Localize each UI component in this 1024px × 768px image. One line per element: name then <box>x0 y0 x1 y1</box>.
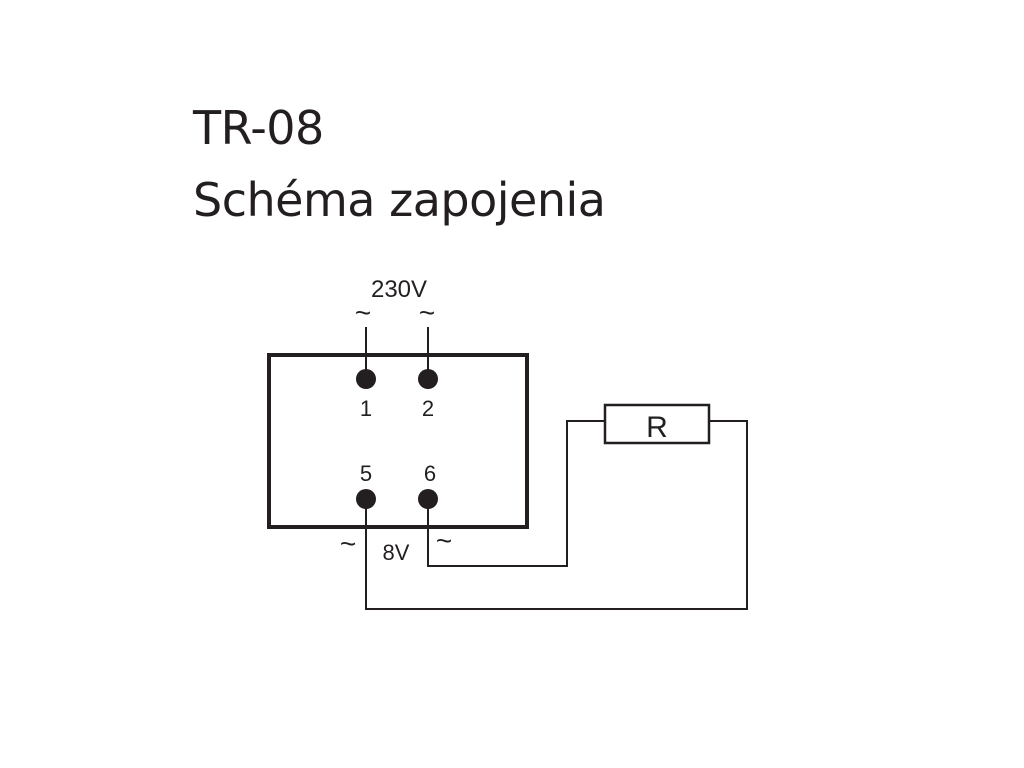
transformer-body <box>267 353 529 529</box>
wire-terminal-5-to-resistor <box>365 420 748 610</box>
page-title: TR-08 Schéma zapojenia <box>193 92 606 236</box>
resistor-label: R <box>646 411 668 444</box>
resistor <box>603 403 711 445</box>
terminal-5-label: 5 <box>360 461 372 486</box>
terminal-6-label: 6 <box>424 461 436 486</box>
wire-terminal-6-to-resistor <box>427 420 605 567</box>
secondary-ac-symbol-right: ~ <box>436 525 452 556</box>
primary-ac-symbol-left: ~ <box>355 297 371 328</box>
secondary-voltage-label: 8V <box>383 540 410 565</box>
primary-voltage-label: 230V <box>371 276 427 303</box>
wiring-diagram-subtitle: Schéma zapojenia <box>193 173 606 227</box>
terminal-1 <box>356 369 376 389</box>
terminal-2-label: 2 <box>422 396 434 421</box>
terminal-2 <box>418 369 438 389</box>
secondary-ac-symbol-left: ~ <box>340 528 356 559</box>
terminal-1-label: 1 <box>360 396 372 421</box>
model-title: TR-08 <box>193 101 324 155</box>
primary-ac-symbol-right: ~ <box>419 297 435 328</box>
